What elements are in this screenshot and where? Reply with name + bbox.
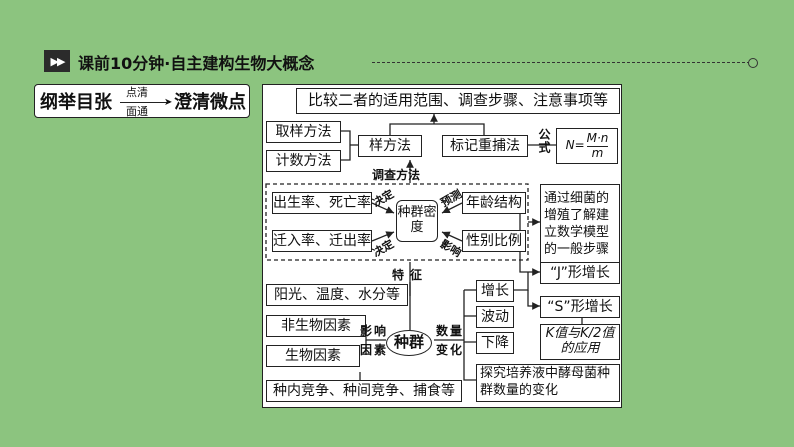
to-yeast [463, 342, 476, 381]
survey-method-label: 调查方法 [372, 168, 421, 182]
quantity-change-label: 数量变化 [436, 324, 465, 358]
bacteria-model-box: 通过细菌的增殖了解建立数学模型的一般步骤 [540, 184, 620, 266]
formula-fraction: M·n m [586, 130, 609, 161]
counting-method-box: 计数方法 [266, 150, 341, 172]
yeast-experiment-box: 探究培养液中酵母菌种群数量的变化 [476, 364, 620, 402]
influence-factors-label: 影响因素 [360, 324, 389, 358]
badge-left-text: 纲举目张 [40, 92, 112, 113]
sampling-counting-bracket [341, 130, 351, 161]
characteristic-label: 特征 [392, 268, 429, 282]
abiotic-factor-box: 非生物因素 [266, 315, 366, 337]
increase-to-j [514, 272, 529, 291]
density-dashed-region [265, 183, 529, 261]
methods-to-compare-line [389, 123, 485, 135]
formula-box: N= M·n m [556, 128, 618, 164]
badge-bottom-text: 面通 [126, 105, 148, 118]
population-density-box: 种群密度 [396, 200, 438, 242]
section-title: 课前10分钟·自主建构生物大概念 [78, 54, 315, 73]
predict-arrow [441, 202, 463, 214]
population-node: 种群 [386, 330, 432, 356]
light-temp-water-box: 阳光、温度、水分等 [266, 284, 408, 306]
biotic-factor-box: 生物因素 [266, 345, 360, 367]
formula-denominator: m [591, 145, 604, 160]
competition-box: 种内竞争、种间竞争、捕食等 [266, 380, 462, 402]
formula-lhs: N= [565, 138, 585, 153]
compare-box: 比较二者的适用范围、调查步骤、注意事项等 [296, 88, 620, 114]
play-icon: ▶▶ [44, 50, 70, 72]
decide-arrow-1 [371, 202, 395, 214]
j-curve-box: “J”形增长 [540, 262, 620, 284]
increase-to-s [527, 290, 540, 310]
title-badge [34, 84, 250, 118]
fluctuate-box: 波动 [476, 306, 514, 328]
quadrat-method-box: 样方法 [358, 135, 422, 157]
badge-arrow-line [120, 102, 170, 103]
increase-box: 增长 [476, 280, 514, 302]
age-structure-box: 年龄结构 [462, 192, 526, 214]
sex-ratio-box: 性别比例 [462, 230, 526, 252]
migration-rate-box: 迁入率、迁出率 [272, 230, 372, 252]
decrease-box: 下降 [476, 332, 514, 354]
badge-arrow-icon: ➤ [164, 97, 173, 108]
badge-top-text: 点清 [126, 86, 148, 99]
formula-numerator: M·n [586, 130, 609, 147]
birth-death-rate-box: 出生率、死亡率 [272, 192, 372, 214]
mark-recapture-box: 标记重捕法 [442, 135, 528, 157]
to-j-arrow [519, 192, 540, 276]
badge-right-text: 澄清微点 [174, 92, 246, 113]
formula-label: 公式 [537, 128, 551, 154]
header-end-circle-icon [748, 58, 758, 68]
header-divider [372, 62, 750, 63]
decide-arrow-2 [371, 231, 395, 242]
sampling-method-box: 取样方法 [266, 121, 341, 143]
affect-arrow [441, 231, 463, 242]
k-value-box: K值与K/2值的应用 [540, 324, 620, 360]
s-curve-box: “S”形增长 [540, 296, 620, 318]
